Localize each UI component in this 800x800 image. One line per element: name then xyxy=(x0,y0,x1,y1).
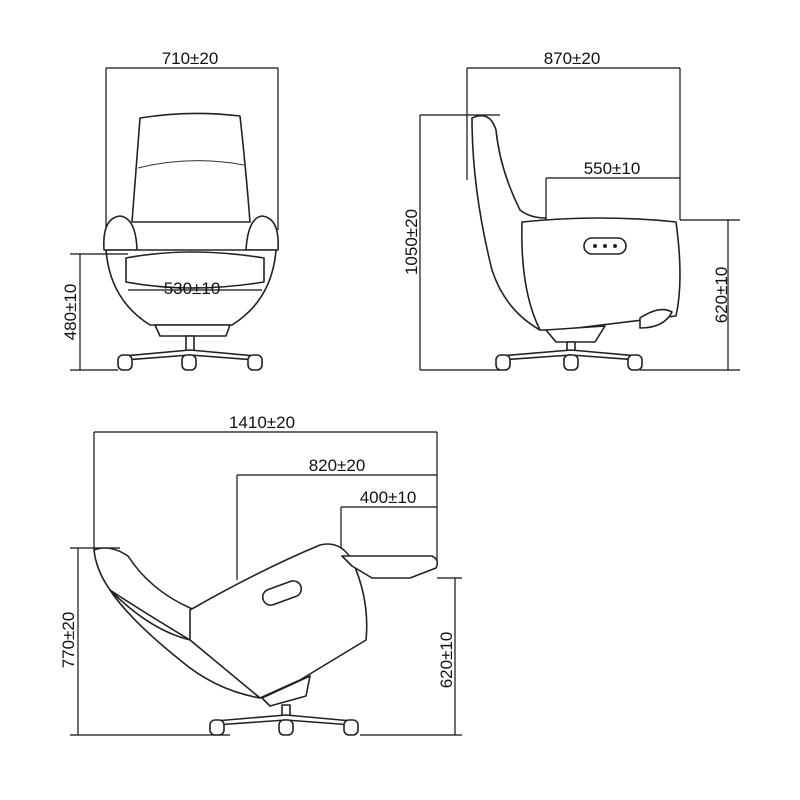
front-right-armrest xyxy=(245,215,279,251)
seat-height-dimension-line xyxy=(70,253,128,371)
body-length-dimension-line xyxy=(236,474,437,580)
control-button-icon xyxy=(613,244,617,248)
front-casters xyxy=(117,354,263,371)
footrest-height-label: 620±10 xyxy=(437,632,456,689)
seat-width-label: 530±10 xyxy=(164,279,221,298)
caster-icon xyxy=(209,719,225,736)
overall-depth-dimension-line xyxy=(466,67,681,220)
reclined-view: 1410±20 820±20 400±10 770±20 620±10 xyxy=(59,413,462,736)
front-backrest xyxy=(131,112,251,223)
side-footrest-folded xyxy=(639,308,673,329)
reclined-length-dimension-line xyxy=(93,431,438,560)
footrest-length-label: 400±10 xyxy=(360,488,417,507)
side-casters xyxy=(495,354,643,371)
control-button-icon xyxy=(593,244,597,248)
front-left-armrest xyxy=(103,215,138,251)
caster-icon xyxy=(181,354,197,371)
overall-depth-label: 870±20 xyxy=(544,49,601,68)
arm-height-dimension-line xyxy=(640,219,740,371)
caster-icon xyxy=(247,354,263,371)
front-base-plate xyxy=(154,324,231,337)
caster-icon xyxy=(117,354,133,371)
caster-icon xyxy=(627,354,643,371)
front-headrest-seam xyxy=(137,160,245,169)
control-button-icon xyxy=(603,244,607,248)
seat-depth-label: 550±10 xyxy=(584,159,641,178)
reclined-base-plate xyxy=(261,675,311,707)
reclined-height-label: 770±20 xyxy=(59,612,78,669)
seat-depth-dimension-line xyxy=(545,177,680,218)
overall-width-label: 710±20 xyxy=(162,49,219,68)
caster-icon xyxy=(495,354,511,371)
reclined-length-label: 1410±20 xyxy=(229,413,295,432)
caster-icon xyxy=(563,354,579,371)
seat-height-label: 480±10 xyxy=(61,284,80,341)
front-seat-cushion xyxy=(125,251,265,289)
overall-height-label: 1050±20 xyxy=(402,209,421,275)
reclined-seat-back xyxy=(109,589,261,699)
side-base-plate xyxy=(545,325,606,343)
overall-width-dimension-line xyxy=(105,67,279,230)
footrest-height-dimension-line xyxy=(360,577,462,736)
front-view: 710±20 530±10 480±10 xyxy=(61,49,279,371)
caster-icon xyxy=(278,719,294,736)
reclined-control-panel xyxy=(261,580,303,606)
reclined-footrest xyxy=(341,555,439,579)
arm-height-label: 620±10 xyxy=(712,267,731,324)
footrest-length-dimension-line xyxy=(340,506,437,556)
side-chair-body xyxy=(521,217,681,331)
body-length-label: 820±20 xyxy=(309,456,366,475)
overall-height-dimension-line xyxy=(419,114,500,371)
caster-icon xyxy=(343,719,359,736)
reclined-casters xyxy=(209,719,359,736)
side-view: 870±20 1050±20 550±10 620±10 xyxy=(402,49,740,371)
